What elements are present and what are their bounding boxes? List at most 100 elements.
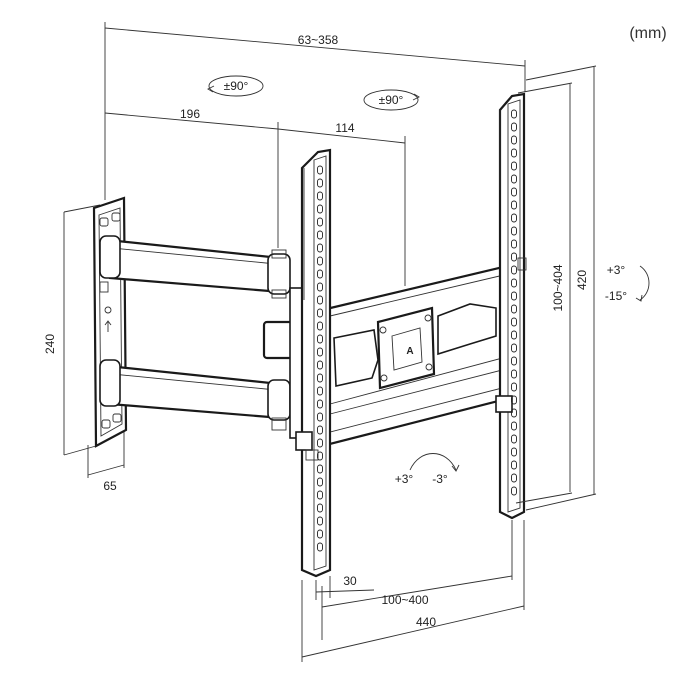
rail-slot	[317, 373, 323, 383]
rail-slot	[511, 109, 517, 119]
rail-slot	[511, 278, 517, 288]
rail-slot	[317, 334, 323, 344]
rail-slot	[511, 473, 517, 483]
rail-slot	[511, 369, 517, 379]
rail-slot	[511, 395, 517, 405]
rail-slot	[511, 239, 517, 249]
rotate-swivel-wall-label: ±90°	[224, 79, 249, 93]
rail-slot	[317, 256, 323, 266]
rail-slot	[511, 486, 517, 496]
rail-slot	[317, 347, 323, 357]
rail-slots-right	[511, 109, 517, 496]
dim-vesa-horizontal-label: 100~400	[381, 593, 428, 607]
dim-vesa-horizontal: 100~400	[321, 520, 513, 612]
rail-slot	[511, 330, 517, 340]
tilt-down-label: -15°	[605, 289, 627, 303]
rail-slot	[317, 529, 323, 539]
rail-slot	[511, 408, 517, 418]
brand-logo-icon: A	[406, 346, 413, 357]
rail-slot	[317, 542, 323, 552]
dim-rail-offset: 30	[315, 574, 375, 600]
rail-slot	[317, 282, 323, 292]
dim-wall-plate-width: 65	[87, 430, 125, 493]
rail-slot	[317, 165, 323, 175]
dim-wall-plate-width-label: 65	[103, 479, 117, 493]
rail-slot	[511, 174, 517, 184]
rail-slot	[511, 213, 517, 223]
rail-slot	[317, 490, 323, 500]
dim-arm-length-2-label: 114	[335, 121, 354, 135]
dim-bracket-height-label: 420	[575, 270, 589, 290]
rail-slot	[317, 191, 323, 201]
tilt-indicator: +3° -15°	[605, 263, 650, 303]
rail-slot	[317, 360, 323, 370]
dim-bracket-width-label: 440	[416, 615, 436, 629]
rail-slot	[511, 148, 517, 158]
rail-slot	[317, 516, 323, 526]
dim-arm-length-1: 196	[104, 107, 279, 248]
rail-slot	[317, 477, 323, 487]
rail-slot	[511, 460, 517, 470]
rail-slot	[511, 356, 517, 366]
rotate-swivel-wall-icon: ±90°	[207, 75, 264, 97]
vertical-rail-right	[495, 92, 527, 520]
rotate-swivel-arm-icon: ±90°	[363, 89, 420, 111]
rail-slot	[317, 269, 323, 279]
rail-slots-left	[317, 165, 323, 552]
dim-arm-length-1-label: 196	[180, 107, 200, 121]
dim-vesa-vertical-label: 100~404	[551, 264, 565, 311]
rail-slot	[511, 291, 517, 301]
rail-slot	[511, 343, 517, 353]
rail-slot	[317, 308, 323, 318]
rail-slot	[317, 451, 323, 461]
rotate-swivel-arm-label: ±90°	[379, 93, 404, 107]
rail-slot	[317, 295, 323, 305]
dim-arm-extension: 63~358	[104, 22, 526, 200]
rail-slot	[317, 386, 323, 396]
rail-slot	[511, 317, 517, 327]
rail-slot	[317, 204, 323, 214]
vertical-rail-left	[295, 148, 332, 578]
tilt-arc-icon	[639, 265, 650, 301]
rail-slot	[317, 503, 323, 513]
rail-slot	[511, 382, 517, 392]
dim-vesa-vertical: 100~404	[515, 82, 573, 504]
rail-slot	[317, 464, 323, 474]
rail-slot	[511, 161, 517, 171]
rail-slot	[317, 243, 323, 253]
rail-slot	[511, 252, 517, 262]
dim-bracket-width: 440	[301, 520, 525, 662]
level-indicator: +3° -3°	[395, 453, 460, 486]
rail-slot	[511, 265, 517, 275]
level-arc-icon	[409, 453, 457, 471]
rail-slot	[317, 399, 323, 409]
rail-slot	[317, 412, 323, 422]
rail-slot	[511, 135, 517, 145]
dim-bracket-height: 420	[525, 65, 597, 511]
rail-slot	[511, 447, 517, 457]
lower-arm	[99, 359, 291, 431]
rail-slot	[317, 321, 323, 331]
rail-slot	[317, 425, 323, 435]
rail-slot	[511, 200, 517, 210]
dim-wall-plate-height: 240	[43, 204, 101, 456]
horizontal-bracket: A	[320, 262, 520, 448]
units-label: (mm)	[629, 25, 666, 42]
center-hinge	[262, 287, 305, 439]
rail-slot	[511, 187, 517, 197]
level-minus-label: -3°	[432, 472, 448, 486]
rail-slot	[511, 434, 517, 444]
upper-arm	[99, 235, 291, 299]
dim-arm-extension-label: 63~358	[298, 33, 339, 47]
rail-slot	[511, 122, 517, 132]
tilt-up-label: +3°	[607, 263, 626, 277]
rail-slot	[317, 230, 323, 240]
dim-rail-offset-label: 30	[343, 574, 357, 588]
rail-slot	[511, 226, 517, 236]
level-plus-label: +3°	[395, 472, 414, 486]
rail-slot	[317, 178, 323, 188]
rail-slot	[317, 438, 323, 448]
dim-wall-plate-height-label: 240	[43, 334, 57, 354]
rail-slot	[317, 217, 323, 227]
